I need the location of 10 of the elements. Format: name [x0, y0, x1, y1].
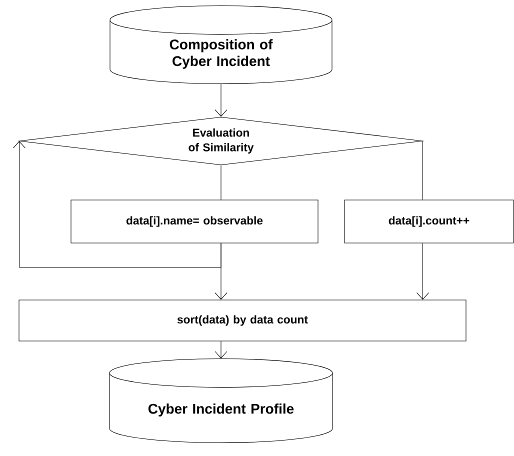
arrow	[12, 141, 222, 268]
arrow	[214, 84, 228, 117]
arrow	[214, 341, 228, 358]
database-cylinder: Cyber Incident Profile	[109, 358, 333, 443]
database-cylinder: Composition of Cyber Incident	[110, 5, 332, 84]
process-box: sort(data) by data count	[18, 300, 466, 342]
arrow	[416, 243, 430, 300]
process-box: data[i].count++	[344, 200, 514, 244]
arrow	[214, 243, 228, 300]
process-box: data[i].name= observable	[70, 200, 318, 244]
